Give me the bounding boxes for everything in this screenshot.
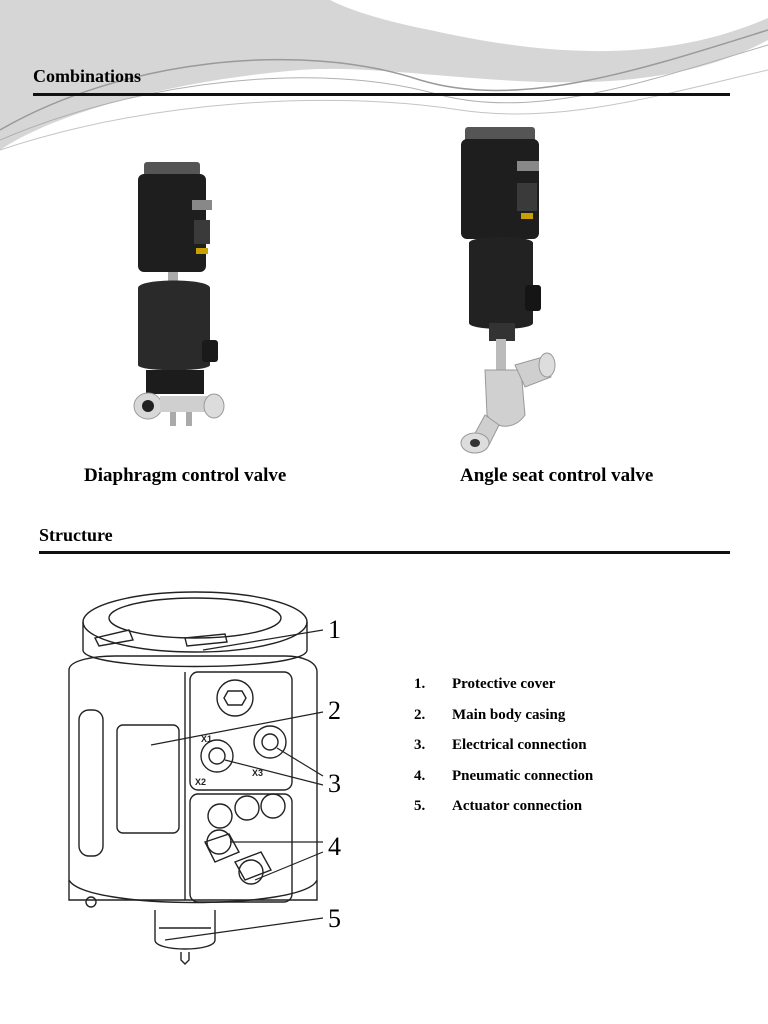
combinations-title: Combinations — [33, 66, 142, 86]
callout-4: 4 — [328, 832, 341, 861]
legend-label: Main body casing — [452, 707, 566, 723]
caption-angle-seat-control-valve: Angle seat control valve — [460, 465, 654, 486]
legend-number: 2. — [414, 707, 426, 723]
legend-number: 1. — [414, 676, 426, 692]
structure-title: Structure — [39, 525, 113, 545]
port-label-x2: X2 — [195, 777, 206, 787]
legend-label: Electrical connection — [452, 737, 587, 753]
angle-seat-control-valve-image — [460, 127, 556, 454]
legend-item-pneumatic-connection: 4. Pneumatic connection — [414, 768, 593, 785]
port-label-x1: X1 — [201, 734, 212, 744]
legend-number: 4. — [414, 768, 426, 784]
legend-label: Protective cover — [452, 676, 556, 692]
port-label-x3: X3 — [252, 768, 263, 778]
header-swoosh-background — [0, 0, 768, 151]
callout-3: 3 — [328, 769, 341, 798]
legend-label: Actuator connection — [452, 798, 583, 814]
combinations-rule — [33, 93, 730, 96]
callout-5: 5 — [328, 904, 341, 933]
callout-1: 1 — [328, 615, 341, 644]
legend-number: 5. — [414, 798, 426, 814]
structure-line-drawing: X1 X2 X3 — [68, 591, 324, 965]
callout-2: 2 — [328, 696, 341, 725]
legend-item-main-body-casing: 2. Main body casing — [414, 707, 565, 724]
legend-item-protective-cover: 1. Protective cover — [414, 676, 555, 693]
legend-label: Pneumatic connection — [452, 768, 594, 784]
legend-number: 3. — [414, 737, 426, 753]
legend-item-actuator-connection: 5. Actuator connection — [414, 798, 582, 815]
legend-item-electrical-connection: 3. Electrical connection — [414, 737, 587, 754]
caption-diaphragm-control-valve: Diaphragm control valve — [84, 465, 287, 486]
structure-rule — [39, 551, 730, 554]
diaphragm-control-valve-image — [133, 162, 225, 426]
